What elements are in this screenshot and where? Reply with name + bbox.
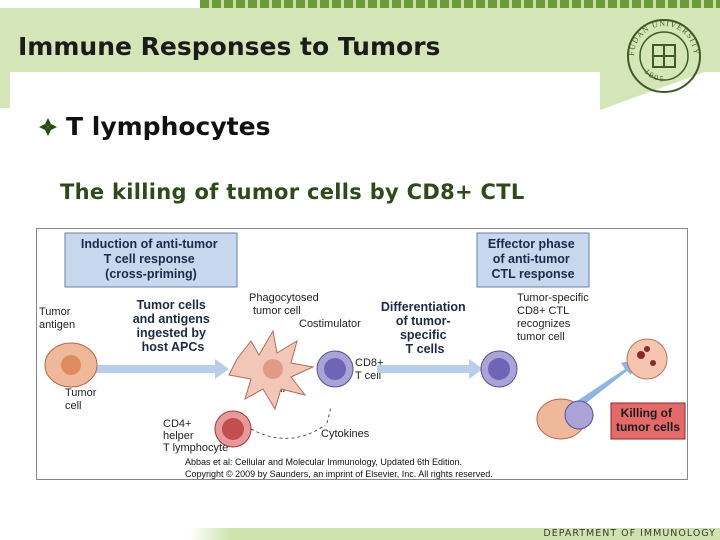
effector-line-1: Effector phase (488, 237, 575, 251)
svg-text:Phagocytosed tumor cell: Phagocytosed tumor cell (249, 292, 322, 317)
ingested-line-3: ingested by (137, 326, 207, 340)
header-stripes (200, 0, 720, 8)
ctl-attached-cell (564, 400, 594, 430)
diamond-bullet-icon (39, 117, 57, 136)
cd4-helper-nucleus (222, 418, 244, 440)
phagocytosed-line-1: Phagocytosed (249, 292, 319, 304)
differentiation-line-2: of tumor- (396, 314, 451, 328)
differentiation-line-1: Differentiation (381, 300, 466, 314)
killing-line-1: Killing of (621, 406, 673, 420)
svg-text:Killing of tumor cells: Killing of tumor cells (616, 406, 680, 434)
induction-box (64, 232, 238, 288)
svg-text:Effector phase of anti-t: Effector phase of anti-tumor CTL respons… (488, 237, 578, 281)
svg-text:Differentiation of tumor: Differentiation of tumor- specific T cel… (381, 300, 469, 356)
costimulator-label: Costimulator (299, 318, 361, 330)
header-band (0, 8, 720, 112)
page-title: Immune Responses to Tumors (18, 32, 441, 61)
copyright-text: Copyright © 2009 by Saunders, an imprint… (185, 469, 493, 479)
svg-text:CD8+ T cell: CD8+ T cell (355, 357, 387, 382)
tumor-antigen-line-2: antigen (39, 319, 75, 331)
apc-nucleus (263, 359, 283, 379)
cd4-line-1: CD4+ (163, 418, 191, 430)
cd4-line-3: T lymphocyte (163, 442, 228, 454)
killed-tumor-cell (626, 338, 668, 380)
effector-line-2: of anti-tumor (493, 252, 570, 266)
tumor-cell-nucleus (61, 355, 81, 375)
svg-text:Tumor antigen: Tumor antigen (39, 306, 75, 331)
university-seal-logo: FUDAN UNIVERSITY 1905 (627, 19, 701, 93)
induction-line-3: (cross-priming) (105, 267, 197, 281)
arrow-1 (81, 359, 229, 379)
ingested-line-4: host APCs (142, 340, 205, 354)
ctl-line-2: CD8+ CTL (517, 305, 569, 317)
cytokines-label: Cytokines (321, 428, 370, 440)
differentiation-line-3: specific (400, 328, 447, 342)
tumor-cell-line-2: cell (65, 400, 82, 412)
bullet-text: T lymphocytes (66, 112, 271, 141)
footer-band (190, 528, 720, 540)
ingested-line-2: and antigens (133, 312, 210, 326)
ctl-line-3: recognizes (517, 318, 571, 330)
cytokine-path (250, 424, 326, 439)
induction-line-2: T cell response (104, 252, 195, 266)
footer-department: DEPARTMENT OF IMMUNOLOGY (543, 528, 716, 539)
ctl-line-4: tumor cell (517, 331, 565, 343)
bullet-item: T lymphocytes (38, 112, 270, 141)
svg-text:1905: 1905 (642, 67, 665, 83)
figure-subtitle: The killing of tumor cells by CD8+ CTL (60, 180, 525, 204)
cd8-line-1: CD8+ (355, 357, 383, 369)
ingested-line-1: Tumor cells (137, 298, 206, 312)
ctl-cell-nucleus (488, 358, 510, 380)
arrow-2 (377, 359, 483, 379)
tumor-cell-line-1: Tumor (65, 387, 97, 399)
svg-text:CD4+ helper T lymp: CD4+ helper T lymphocyte (163, 418, 228, 454)
immune-response-figure: Induction of anti-tumor T cell response … (36, 228, 688, 480)
ctl-line-1: Tumor-specific (517, 292, 589, 304)
cd8-tcell-nucleus (324, 358, 346, 380)
tumor-antigen-line-1: Tumor (39, 306, 71, 318)
svg-text:Tumor cell: Tumor cell (65, 387, 99, 412)
killing-line-2: tumor cells (616, 420, 680, 434)
svg-text:Induction of anti-tumor: Induction of anti-tumor T cell response … (81, 237, 221, 281)
cd4-line-2: helper (163, 430, 194, 442)
cytokine-path-2 (326, 406, 332, 424)
arrow-3 (577, 359, 637, 407)
svg-text:Tumor-specific CD8+ CTL: Tumor-specific CD8+ CTL recognizes tumor… (517, 292, 592, 343)
differentiation-line-4: T cells (406, 342, 445, 356)
killing-box (610, 402, 686, 440)
cd8-line-2: T cell (355, 370, 381, 382)
induction-line-1: Induction of anti-tumor (81, 237, 218, 251)
seal-year: 1905 (642, 67, 663, 83)
phagocytosed-line-2: tumor cell (253, 305, 301, 317)
citation-text: Abbas et al: Cellular and Molecular Immu… (185, 457, 462, 467)
svg-text:Tumor cells and antigens: Tumor cells and antigens ingested by hos… (133, 298, 214, 354)
header-left-edge (0, 72, 10, 108)
effector-box (476, 232, 590, 288)
effector-line-3: CTL response (491, 267, 574, 281)
